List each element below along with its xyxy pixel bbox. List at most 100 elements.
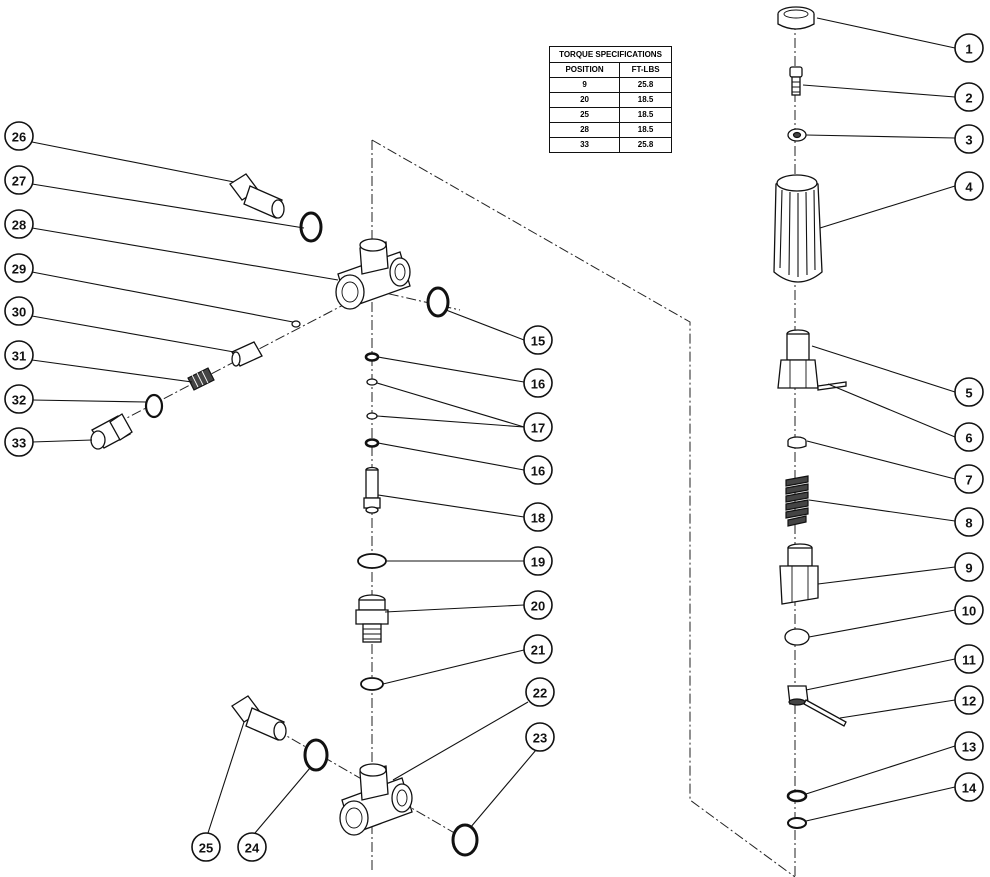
callout-9: 9	[954, 552, 984, 582]
position-cell: 33	[548, 137, 621, 153]
callout-label: 14	[962, 781, 977, 796]
part-31-spring	[187, 367, 215, 391]
callout-16-top: 16	[523, 368, 553, 398]
torque-table-title: TORQUE SPECIFICATIONS	[549, 46, 672, 63]
callout-label: 23	[533, 731, 547, 746]
position-header: POSITION	[548, 62, 621, 78]
callout-label: 25	[199, 841, 213, 856]
part-33-fitting	[90, 413, 133, 450]
part-23-gasket	[451, 823, 479, 857]
callout-label: 15	[531, 334, 545, 349]
part-3-nut	[787, 128, 807, 142]
callout-label: 7	[965, 473, 972, 488]
callout-2: 2	[954, 82, 984, 112]
position-cell: 9	[548, 77, 621, 93]
callout-label: 13	[962, 740, 976, 755]
part-27-gasket	[299, 211, 323, 243]
part-8-spring	[785, 475, 809, 527]
callout-label: 32	[12, 393, 26, 408]
callout-5: 5	[954, 377, 984, 407]
table-row: 28 18.5	[548, 122, 672, 138]
ft-lbs-cell: 25.8	[619, 77, 672, 93]
callout-10: 10	[954, 595, 984, 625]
callout-label: 11	[962, 653, 976, 668]
position-cell: 25	[548, 107, 621, 123]
callout-4: 4	[954, 171, 984, 201]
callout-label: 5	[965, 386, 972, 401]
table-row: 9 25.8	[548, 77, 672, 93]
callout-24: 24	[237, 832, 267, 862]
callout-27: 27	[4, 165, 34, 195]
part-21-oring	[360, 677, 384, 691]
part-17-washer-top	[366, 378, 378, 386]
callout-label: 17	[531, 421, 545, 436]
torque-specifications-table: TORQUE SPECIFICATIONS POSITION FT-LBS 9 …	[548, 46, 672, 153]
part-1-cap	[777, 6, 815, 30]
part-18-stem	[363, 466, 381, 514]
callout-26: 26	[4, 121, 34, 151]
position-cell: 20	[548, 92, 621, 108]
callout-label: 3	[965, 133, 972, 148]
callout-8: 8	[954, 507, 984, 537]
part-26-banjo-bolt	[229, 173, 285, 219]
callout-label: 2	[965, 91, 972, 106]
ft-lbs-header: FT-LBS	[619, 62, 672, 78]
callout-25: 25	[191, 832, 221, 862]
callout-label: 31	[12, 349, 26, 364]
part-14-oring	[787, 817, 807, 829]
part-22-tee-fitting	[339, 763, 413, 836]
callout-12: 12	[954, 685, 984, 715]
part-4-knob	[773, 174, 823, 283]
ft-lbs-cell: 18.5	[619, 122, 672, 138]
callout-label: 29	[12, 262, 26, 277]
part-32-oring	[144, 393, 164, 419]
callout-15: 15	[523, 325, 553, 355]
callout-14: 14	[954, 772, 984, 802]
callout-7: 7	[954, 464, 984, 494]
part-19-oring	[357, 553, 387, 569]
callout-label: 26	[12, 130, 26, 145]
callout-label: 10	[962, 604, 976, 619]
callout-label: 33	[12, 436, 26, 451]
callout-33: 33	[4, 427, 34, 457]
callout-21: 21	[523, 634, 553, 664]
callout-label: 6	[965, 431, 972, 446]
callout-label: 16	[531, 377, 545, 392]
callout-label: 1	[965, 42, 972, 57]
callout-17: 17	[523, 412, 553, 442]
callout-label: 16	[531, 464, 545, 479]
position-cell: 28	[548, 122, 621, 138]
callout-23: 23	[525, 722, 555, 752]
callout-label: 12	[962, 694, 976, 709]
callout-label: 30	[12, 305, 26, 320]
part-7-disc	[787, 436, 807, 449]
part-13-oring	[786, 789, 808, 803]
callout-20: 20	[523, 590, 553, 620]
callout-1: 1	[954, 33, 984, 63]
callout-6: 6	[954, 422, 984, 452]
part-16-oring-top	[364, 352, 380, 362]
part-25-banjo-bolt	[231, 695, 287, 741]
part-15-gasket	[426, 286, 450, 318]
part-10-disc	[784, 628, 810, 646]
part-24-gasket	[303, 738, 329, 772]
callout-label: 21	[531, 643, 545, 658]
callout-29: 29	[4, 253, 34, 283]
part-28-tee-fitting	[335, 238, 411, 310]
callout-label: 4	[965, 180, 973, 195]
callout-28: 28	[4, 209, 34, 239]
callout-label: 20	[531, 599, 545, 614]
callout-30: 30	[4, 296, 34, 326]
callout-18: 18	[523, 502, 553, 532]
part-11-plunger	[787, 685, 809, 706]
callout-13: 13	[954, 731, 984, 761]
table-row: 20 18.5	[548, 92, 672, 108]
ft-lbs-cell: 18.5	[619, 107, 672, 123]
callout-19: 19	[523, 546, 553, 576]
part-12-pin	[803, 699, 847, 727]
part-9-housing	[779, 543, 819, 605]
callout-label: 18	[531, 511, 545, 526]
part-2-screw	[789, 66, 803, 96]
part-30-nut	[231, 341, 263, 367]
ft-lbs-cell: 18.5	[619, 92, 672, 108]
